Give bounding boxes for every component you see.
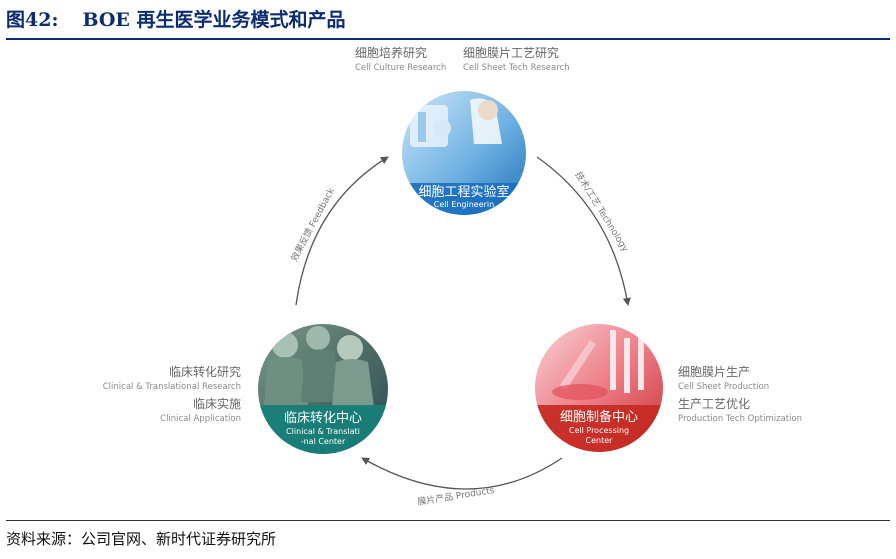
cell-sheet-production-label: 细胞膜片生产 <box>678 365 750 379</box>
figure-title: 图42: BOE 再生医学业务模式和产品 <box>6 5 346 32</box>
production-tech-optimization-en: Production Tech Optimization <box>678 414 802 424</box>
clinical-translation-center-node: 临床转化中心 Clinical & Translati -nal Center <box>258 324 388 454</box>
clinical-application-en: Clinical Application <box>160 414 241 424</box>
products-arrow <box>361 457 563 490</box>
clinical-translation-center-subtitle-1: Clinical & Translati <box>286 427 360 436</box>
production-tech-optimization-label: 生产工艺优化 <box>678 397 750 411</box>
clinical-translational-research-en: Clinical & Translational Research <box>103 382 241 392</box>
cell-processing-center-title: 细胞制备中心 <box>560 409 638 425</box>
source-rule <box>6 520 890 521</box>
feedback-arrow-label: 效果反馈 Feedback <box>288 185 337 263</box>
cell-processing-center-subtitle-2: Center <box>586 436 614 445</box>
clinical-application-label: 临床实施 <box>193 396 241 411</box>
cell-culture-research-label: 细胞培养研究 <box>355 45 427 60</box>
cell-culture-research-en: Cell Culture Research <box>355 63 446 73</box>
cell-sheet-production-en: Cell Sheet Production <box>678 382 769 392</box>
cell-processing-center-node: 细胞制备中心 Cell Processing Center <box>535 324 663 452</box>
cell-sheet-tech-research-label: 细胞膜片工艺研究 <box>463 45 559 60</box>
title-rule <box>6 38 890 40</box>
cell-processing-center-subtitle-1: Cell Processing <box>569 426 629 435</box>
clinical-translation-center-subtitle-2: -nal Center <box>301 437 346 446</box>
clinical-translation-center-title: 临床转化中心 <box>284 411 362 426</box>
cell-engineering-lab-title: 细胞工程实验室 <box>418 184 509 200</box>
cell-engineering-lab-node: 细胞工程实验室 Cell Engineerin <box>402 91 526 215</box>
figure-number: 图42: <box>6 9 59 31</box>
technology-arrow <box>536 156 631 306</box>
source-note: 资料来源：公司官网、新时代证券研究所 <box>6 530 277 548</box>
technology-arrow-label: 技术/工艺 Technology <box>572 169 631 254</box>
feedback-arrow <box>295 156 389 306</box>
cell-engineering-lab-subtitle: Cell Engineerin <box>434 200 494 209</box>
products-arrow-label: 膜片产品 Products <box>417 484 496 508</box>
cell-sheet-tech-research-en: Cell Sheet Tech Research <box>463 63 570 73</box>
figure-title-text: BOE 再生医学业务模式和产品 <box>82 9 346 31</box>
clinical-translational-research-label: 临床转化研究 <box>169 364 241 379</box>
